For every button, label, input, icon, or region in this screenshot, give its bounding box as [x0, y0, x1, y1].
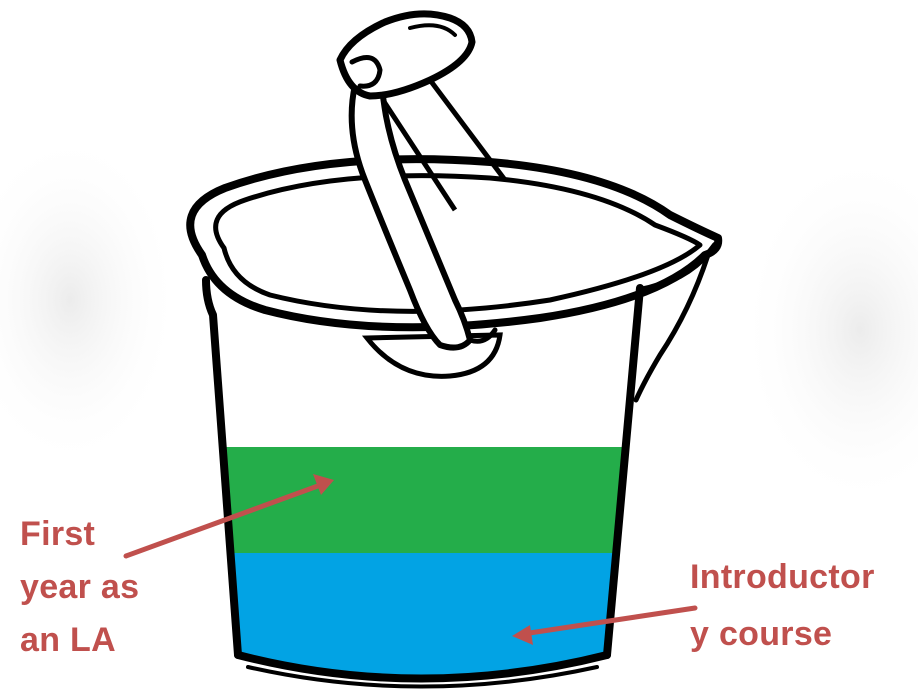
- label-first-year-line-1: First: [20, 508, 139, 561]
- layer-first-year: [190, 447, 660, 553]
- background-haze-left: [0, 130, 180, 470]
- label-intro-course: Introductor y course: [690, 549, 875, 663]
- label-intro-course-line-2: y course: [690, 606, 875, 663]
- label-first-year-line-2: year as: [20, 561, 139, 614]
- label-first-year: First year as an LA: [20, 508, 139, 667]
- background-haze-right: [740, 150, 918, 510]
- label-intro-course-line-1: Introductor: [690, 549, 875, 606]
- bucket-handle: [340, 14, 495, 348]
- label-first-year-line-3: an LA: [20, 614, 139, 667]
